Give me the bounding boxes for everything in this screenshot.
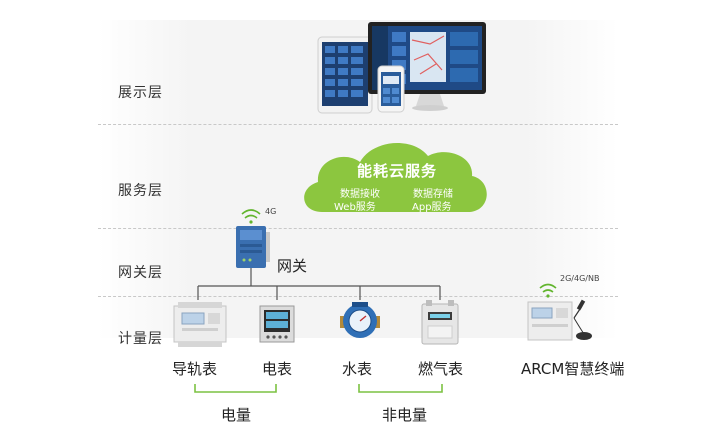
layer-divider — [98, 296, 618, 297]
cloud-title: 能耗云服务 — [357, 162, 438, 180]
group-label-non-electric: 非电量 — [382, 406, 428, 424]
device-label-water-meter: 水表 — [342, 360, 373, 378]
gateway-device-icon — [236, 226, 270, 268]
layer-divider — [98, 228, 618, 229]
tablet-icon — [317, 36, 373, 114]
cloud-item: 数据存储 — [413, 189, 453, 200]
din-rail-meter-icon — [173, 302, 227, 347]
panel-power-meter-icon — [259, 305, 295, 343]
layer-label-gateway: 网关层 — [118, 265, 163, 281]
device-label-gas-meter: 燃气表 — [418, 360, 464, 378]
gateway-label: 网关 — [277, 257, 308, 275]
gas-meter-icon — [421, 300, 459, 345]
cloud-shape — [304, 143, 487, 212]
layer-divider — [98, 124, 618, 125]
layer-label-service: 服务层 — [118, 183, 163, 199]
terminal-signal-label: 2G/4G/NB — [560, 274, 600, 283]
device-label-smart-terminal: ARCM智慧终端 — [521, 360, 625, 378]
phone-icon — [377, 65, 405, 113]
electric-bracket — [194, 384, 277, 393]
non-electric-bracket — [358, 384, 443, 393]
terminal-wifi-icon — [539, 283, 557, 298]
gateway-signal-label: 4G — [265, 207, 277, 216]
cloud-item: Web服务 — [334, 202, 376, 213]
gateway-wifi-icon — [241, 209, 261, 224]
smart-terminal-icon — [527, 299, 592, 341]
layer-label-metering: 计量层 — [118, 331, 163, 347]
connection-lines — [197, 268, 441, 300]
cloud-item: App服务 — [412, 202, 452, 213]
layer-label-display: 展示层 — [118, 85, 163, 101]
group-label-electric: 电量 — [221, 406, 252, 424]
cloud-item: 数据接收 — [340, 189, 380, 200]
device-label-power-meter: 电表 — [262, 360, 293, 378]
device-label-din-rail-meter: 导轨表 — [172, 360, 218, 378]
water-meter-icon — [340, 302, 380, 338]
